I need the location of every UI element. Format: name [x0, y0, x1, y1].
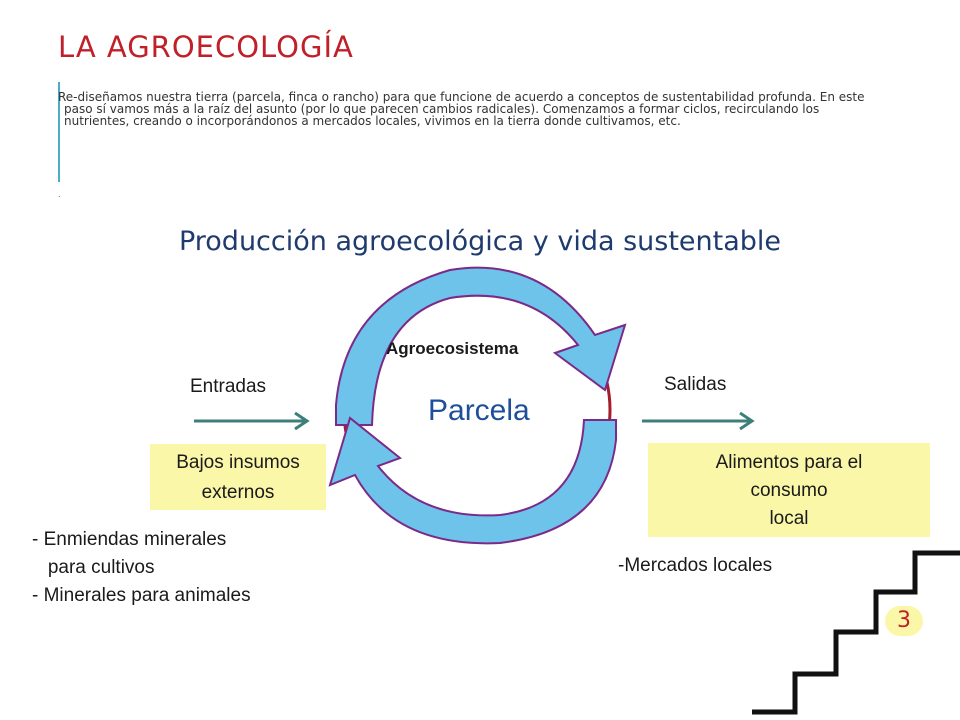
- intro-paragraph-line: Re-diseñamos nuestra tierra (parcela, fi…: [58, 90, 865, 104]
- stairs-decoration: [752, 550, 960, 715]
- list-item: - Minerales para animales: [32, 585, 251, 606]
- list-item: - Enmiendas minerales: [32, 529, 227, 550]
- diagram-title: Producción agroecológica y vida sustenta…: [178, 226, 782, 257]
- output-box-line: Alimentos para el: [715, 452, 863, 473]
- output-list: -Mercados locales: [618, 555, 772, 577]
- dot-mark: .: [58, 190, 61, 199]
- input-arrow-head: [294, 411, 310, 431]
- outputs-label: Salidas: [664, 374, 727, 395]
- intro-paragraph-line: paso sí vamos más a la raíz del asunto (…: [64, 102, 820, 116]
- page-number-badge: 3: [885, 606, 923, 636]
- output-arrow-head: [739, 411, 755, 431]
- cycle-arrow-top: [335, 266, 627, 426]
- list-item: para cultivos: [32, 557, 155, 578]
- accent-bar: [58, 82, 60, 182]
- input-box: Bajos insumos externos: [150, 444, 326, 510]
- list-item: -Mercados locales: [618, 555, 773, 576]
- input-list: - Enmiendas minerales para cultivos - Mi…: [32, 526, 251, 610]
- input-box-line: externos: [201, 482, 275, 503]
- slide-title: LA AGROECOLOGÍA: [58, 30, 354, 64]
- cycle-arrow-bottom: [328, 416, 617, 545]
- output-box-line: consumo: [750, 480, 828, 501]
- center-label: Parcela: [428, 394, 530, 427]
- input-box-line: Bajos insumos: [176, 452, 300, 473]
- inputs-label: Entradas: [190, 376, 267, 397]
- output-box: Alimentos para el consumo local: [648, 443, 930, 537]
- cycle-label: Agroecosistema: [386, 339, 519, 358]
- intro-paragraph-line: nutrientes, creando o incorporándonos a …: [64, 114, 681, 128]
- output-box-line: local: [769, 508, 809, 529]
